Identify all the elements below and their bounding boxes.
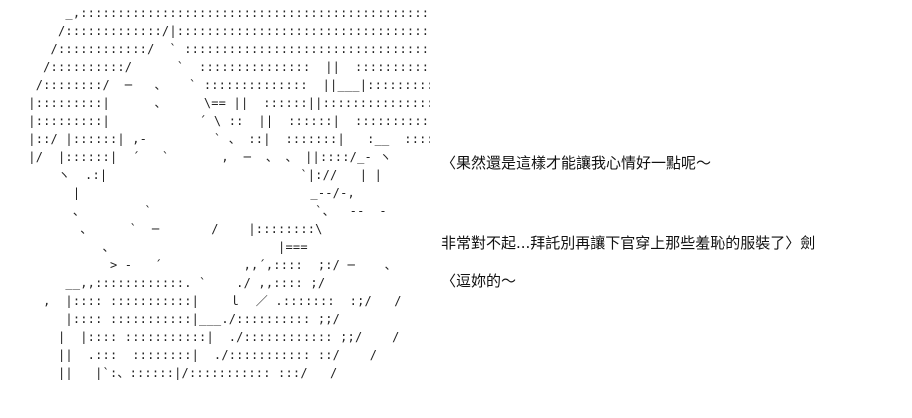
dialogue-line-3: 〈逗妳的～ bbox=[441, 272, 517, 290]
ascii-art-text: _,::::::::::::::::::::::::::::::::::::::… bbox=[28, 6, 430, 380]
dialogue-line-1: 〈果然還是這樣才能讓我心情好一點呢～ bbox=[441, 154, 712, 172]
ascii-art-figure: _,::::::::::::::::::::::::::::::::::::::… bbox=[0, 0, 430, 418]
dialogue-line-2: 非常對不起...拜託別再讓下官穿上那些羞恥的服裝了〉劍 bbox=[441, 234, 816, 252]
